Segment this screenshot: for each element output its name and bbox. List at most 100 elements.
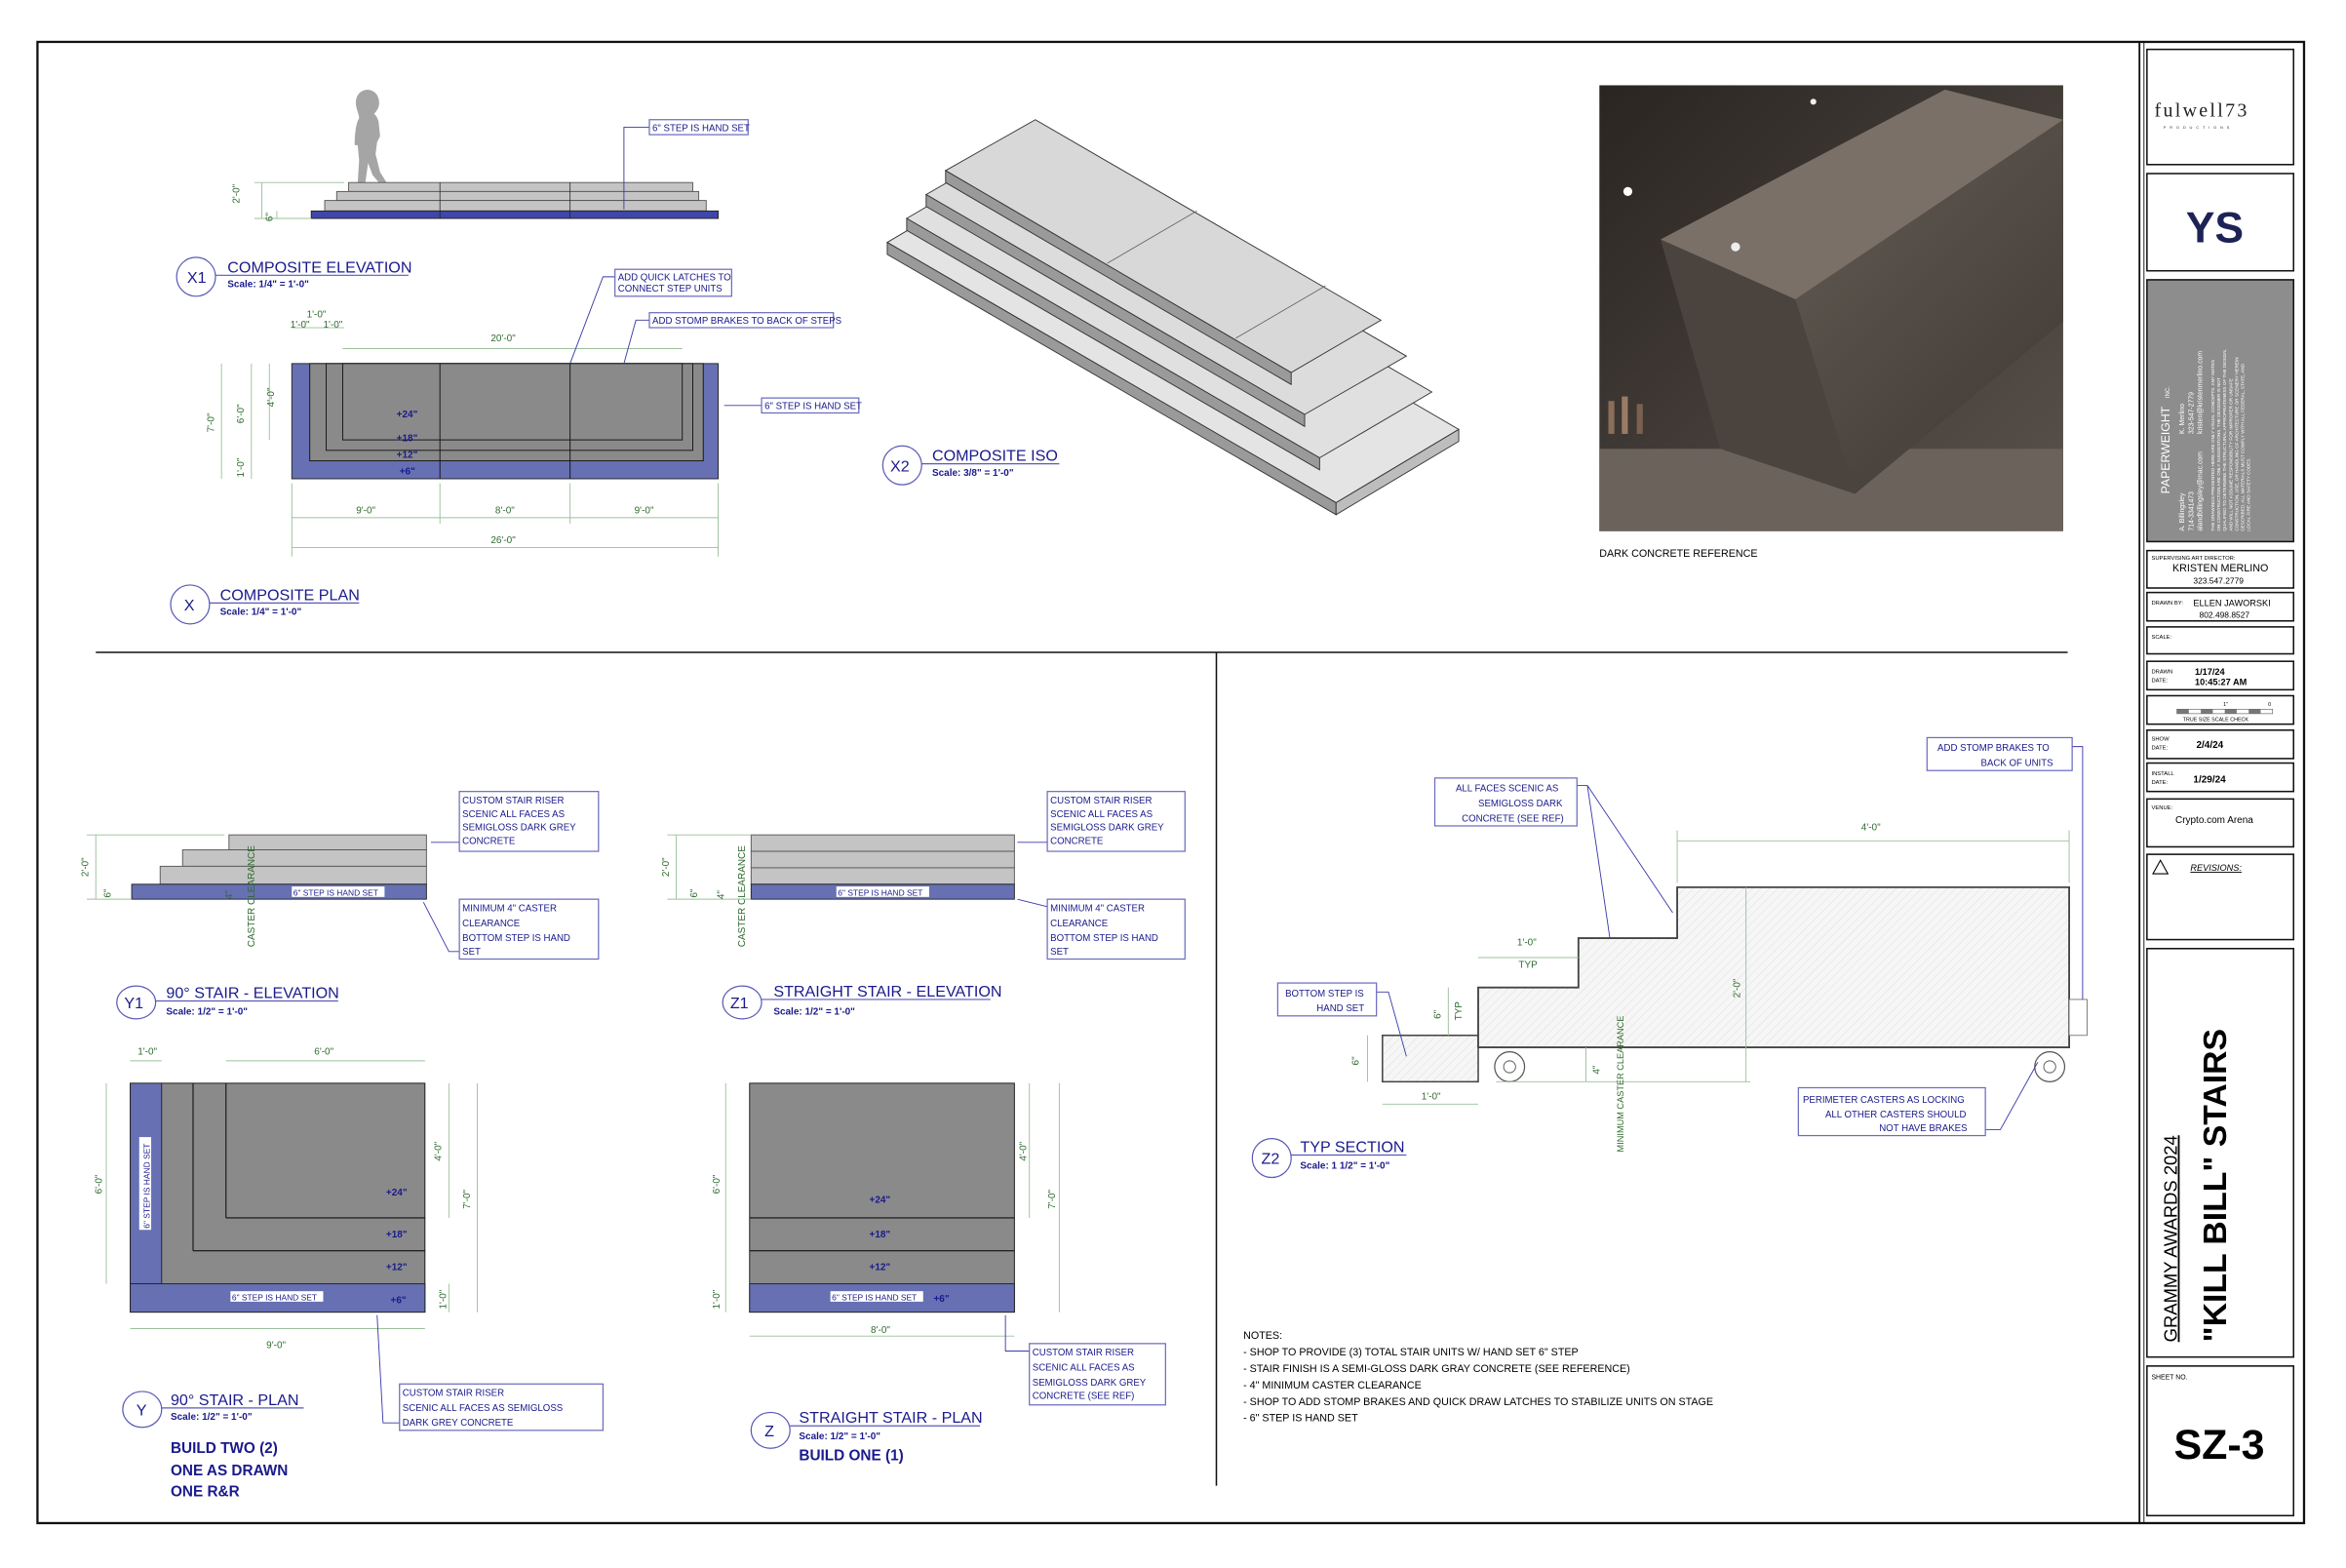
svg-text:+18": +18" [386,1230,408,1240]
svg-text:INSTALL: INSTALL [2151,771,2174,777]
svg-text:10:45:27 AM: 10:45:27 AM [2195,678,2248,687]
svg-text:7'-0": 7'-0" [206,412,216,432]
svg-text:PRODUCTIONS: PRODUCTIONS [2164,125,2234,130]
svg-text:+24": +24" [386,1188,408,1198]
sheet-number: SZ-3 [2173,1422,2264,1469]
svg-text:Scale: 1/4" = 1'-0": Scale: 1/4" = 1'-0" [220,608,302,618]
stomp-brake-icon [2068,999,2088,1037]
svg-text:fulwell73: fulwell73 [2155,100,2249,122]
svg-text:+12": +12" [386,1263,408,1274]
svg-text:ALL OTHER CASTERS SHOULD: ALL OTHER CASTERS SHOULD [1825,1110,1967,1120]
svg-text:BUILD TWO (2): BUILD TWO (2) [171,1440,278,1457]
svg-text:SEMIGLOSS DARK GREY: SEMIGLOSS DARK GREY [1050,823,1164,834]
svg-text:323-547-2779: 323-547-2779 [2188,392,2195,434]
svg-text:4": 4" [224,890,235,900]
view-title: TYP SECTION [1300,1138,1404,1156]
svg-text:1'-0": 1'-0" [307,309,327,320]
svg-text:SEMIGLOSS DARK GREY: SEMIGLOSS DARK GREY [462,823,576,834]
concrete-reference-photo: DARK CONCRETE REFERENCE [1599,85,2063,560]
svg-text:BOTTOM STEP IS HAND: BOTTOM STEP IS HAND [1050,933,1158,944]
svg-text:7'-0": 7'-0" [1047,1189,1058,1208]
svg-text:8'-0": 8'-0" [495,505,515,516]
svg-text:MINIMUM CASTER CLEARANCE: MINIMUM CASTER CLEARANCE [1616,1016,1625,1153]
svg-text:ELLEN JAWORSKI: ELLEN JAWORSKI [2193,598,2270,608]
svg-text:1": 1" [2223,702,2228,708]
svg-text:+6": +6" [934,1294,950,1305]
svg-text:- 6" STEP IS HAND SET: - 6" STEP IS HAND SET [1243,1413,1358,1425]
svg-text:ADD STOMP BRAKES TO: ADD STOMP BRAKES TO [1937,743,2050,754]
svg-text:CASTER CLEARANCE: CASTER CLEARANCE [737,845,748,947]
svg-text:4'-0": 4'-0" [434,1141,445,1160]
svg-text:323.547.2779: 323.547.2779 [2193,575,2244,585]
svg-text:1'-0": 1'-0" [438,1289,449,1309]
svg-text:2'-0": 2'-0" [81,857,92,877]
person-silhouette [354,90,388,184]
svg-text:+12": +12" [870,1263,891,1274]
svg-text:NOT HAVE BRAKES: NOT HAVE BRAKES [1879,1123,1967,1134]
svg-text:1/29/24: 1/29/24 [2193,774,2226,785]
svg-text:DESCRIBED. ALL MATERIALS MUST: DESCRIBED. ALL MATERIALS MUST COMPLY WIT… [2241,363,2246,530]
svg-text:Z: Z [764,1423,774,1440]
svg-text:SCENIC ALL FACES AS: SCENIC ALL FACES AS [1050,809,1153,820]
typ-section: 4'-0" 1'-0" TYP 2'-0" 6" TYP 6" 1'-0" 4"… [1251,736,2088,1179]
svg-text:CLEARANCE: CLEARANCE [1050,919,1109,929]
svg-text:9'-0": 9'-0" [356,505,375,516]
svg-text:1'-0": 1'-0" [712,1289,723,1309]
svg-text:6" STEP IS HAND SET: 6" STEP IS HAND SET [293,887,378,897]
svg-text:9'-0": 9'-0" [635,505,654,516]
svg-text:6'-0": 6'-0" [712,1174,723,1194]
svg-text:K. Merlino: K. Merlino [2179,404,2186,434]
svg-text:CONCRETE (SEE REF): CONCRETE (SEE REF) [1462,813,1564,824]
title-block: fulwell73 PRODUCTIONS YS PAPERWEIGHT INC… [2146,48,2294,1517]
svg-text:6": 6" [689,888,700,898]
svg-text:1'-0": 1'-0" [137,1047,157,1058]
svg-text:6" STEP IS HAND SET: 6" STEP IS HAND SET [838,887,922,897]
svg-text:BACK OF UNITS: BACK OF UNITS [1981,759,2053,769]
svg-text:VENUE:: VENUE: [2151,805,2172,811]
svg-text:CUSTOM STAIR RISER: CUSTOM STAIR RISER [403,1389,504,1399]
svg-text:Scale: 1/2" = 1'-0": Scale: 1/2" = 1'-0" [171,1412,253,1423]
designer-block [2146,279,2294,543]
svg-text:4'-0": 4'-0" [266,387,277,407]
caster-icon [1494,1051,2066,1082]
svg-text:- SHOP TO PROVIDE (3) TOTAL ST: - SHOP TO PROVIDE (3) TOTAL STAIR UNITS … [1243,1347,1579,1358]
svg-text:DATE:: DATE: [2151,679,2168,685]
svg-text:SCENIC ALL FACES AS SEMIGLOSS: SCENIC ALL FACES AS SEMIGLOSS [403,1403,563,1414]
svg-text:QUALIFIED TO DETERMINE THE STR: QUALIFIED TO DETERMINE THE STRUCTURAL AP… [2222,349,2227,531]
svg-text:CUSTOM STAIR RISER: CUSTOM STAIR RISER [1050,796,1152,806]
general-notes: NOTES: - SHOP TO PROVIDE (3) TOTAL STAIR… [1243,1330,1713,1424]
svg-text:Z1: Z1 [730,995,749,1012]
svg-text:SET: SET [462,947,481,958]
svg-text:802.498.8527: 802.498.8527 [2200,610,2250,620]
warning-icon [2152,859,2170,875]
svg-text:SEMIGLOSS DARK GREY: SEMIGLOSS DARK GREY [1033,1378,1147,1389]
dim-height: 2'-0" [232,183,243,203]
view-title: 90° STAIR - PLAN [171,1392,298,1409]
svg-text:6" STEP IS HAND SET: 6" STEP IS HAND SET [832,1292,917,1302]
svg-text:4'-0": 4'-0" [1861,823,1881,834]
client-logo [2146,173,2294,272]
svg-text:CONCRETE: CONCRETE [462,836,516,846]
svg-text:CUSTOM STAIR RISER: CUSTOM STAIR RISER [1033,1348,1134,1358]
view-title: COMPOSITE PLAN [220,586,360,604]
svg-text:Y1: Y1 [124,995,143,1012]
svg-text:NOTES:: NOTES: [1243,1330,1282,1342]
svg-text:KRISTEN MERLINO: KRISTEN MERLINO [2172,563,2268,574]
svg-text:ONE R&R: ONE R&R [171,1483,240,1500]
svg-text:ONE AS DRAWN: ONE AS DRAWN [171,1463,288,1479]
svg-text:6": 6" [264,213,275,222]
composite-plan: +24" +18" +12" +6" 1'-0" 1'-0" 1'-0" 20'… [170,268,862,625]
svg-text:Y: Y [137,1401,147,1419]
svg-text:CONCRETE (SEE REF): CONCRETE (SEE REF) [1033,1392,1135,1402]
svg-text:Scale: 1/2" = 1'-0": Scale: 1/2" = 1'-0" [166,1006,248,1017]
svg-text:Crypto.com Arena: Crypto.com Arena [2175,815,2253,826]
svg-text:SCENIC ALL FACES AS: SCENIC ALL FACES AS [1033,1362,1135,1373]
svg-text:INC.: INC. [2165,386,2171,399]
svg-text:HAND SET: HAND SET [1316,1003,1364,1014]
composite-elevation: 2'-0" 6" 6" STEP IS HAND SET X1 COMPOSIT… [176,90,750,297]
svg-text:Scale: 3/8" = 1'-0": Scale: 3/8" = 1'-0" [932,468,1014,479]
svg-text:CONNECT STEP UNITS: CONNECT STEP UNITS [618,284,723,294]
svg-text:SUPERVISING ART DIRECTOR:: SUPERVISING ART DIRECTOR: [2151,556,2235,562]
svg-text:TRUE SIZE SCALE CHECK: TRUE SIZE SCALE CHECK [2183,718,2249,724]
